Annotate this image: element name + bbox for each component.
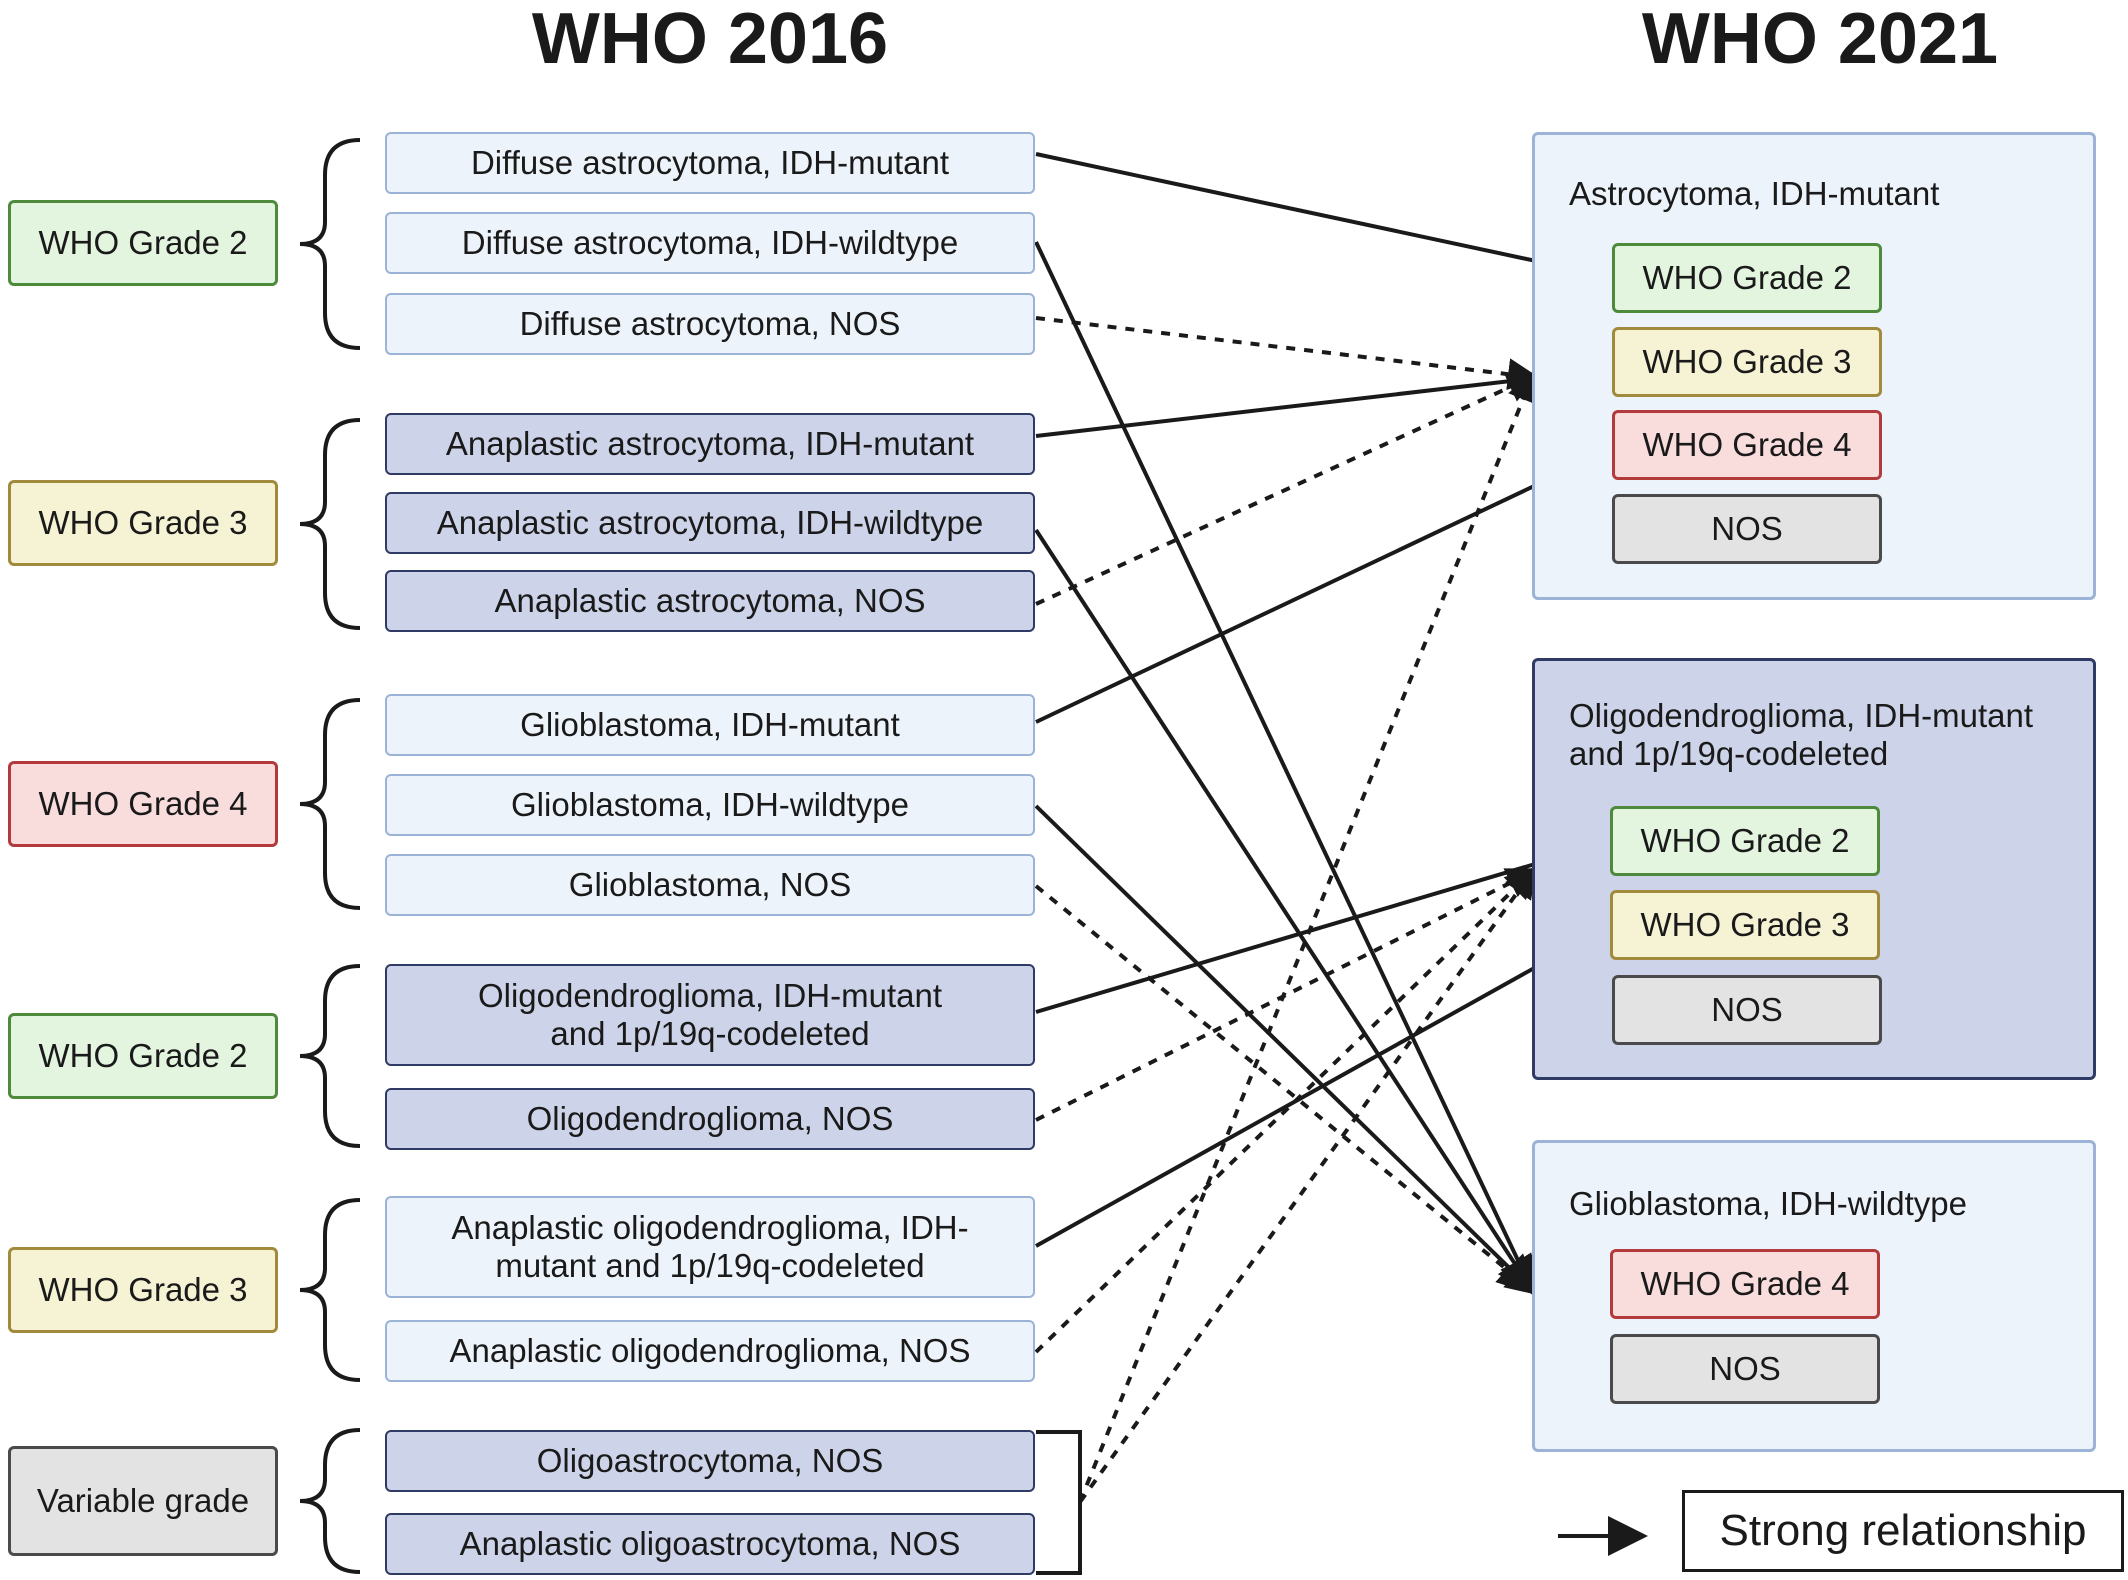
entity-2016-oligo-nos: Oligodendroglioma, NOS (385, 1088, 1035, 1150)
entity-2016-oligoastro-nos: Oligoastrocytoma, NOS (385, 1430, 1035, 1492)
arrow-oligo-codel (1035, 832, 1614, 1014)
brace-3 (299, 698, 361, 910)
brace-6 (299, 1428, 361, 1574)
arrow-anaplastic-astro-idhwt (1034, 528, 1537, 1297)
panel-title-glioblastoma: Glioblastoma, IDH-wildtype (1569, 1185, 1967, 1222)
dashed-anaplastic-astro-nos (1035, 372, 1540, 606)
entity-2016-anaplastic-astro-idhmut: Anaplastic astrocytoma, IDH-mutant (385, 413, 1035, 475)
entity-2016-anaplastic-astro-nos: Anaplastic astrocytoma, NOS (385, 570, 1035, 632)
oligoastro-bracket (1036, 1430, 1082, 1575)
entity-2016-oligo-codel: Oligodendroglioma, IDH-mutant and 1p/19q… (385, 964, 1035, 1066)
entity-2016-gbm-nos: Glioblastoma, NOS (385, 854, 1035, 916)
astro-grade-4: WHO Grade 4 (1612, 410, 1882, 480)
oligo-grade-3: WHO Grade 3 (1610, 890, 1880, 960)
arrow-gbm-idhmut (1035, 447, 1614, 724)
brace-4 (299, 964, 361, 1148)
brace-5 (299, 1198, 361, 1382)
brace-1 (299, 138, 361, 350)
astro-grade-3: WHO Grade 3 (1612, 327, 1882, 397)
arrow-anaplastic-astro-idhmut (1035, 353, 1614, 438)
entity-2016-gbm-idhmut: Glioblastoma, IDH-mutant (385, 694, 1035, 756)
grade-box-grade-3-oligo: WHO Grade 3 (8, 1247, 278, 1333)
arrow-gbm-idhwt (1034, 804, 1538, 1296)
header-who-2016: WHO 2016 (531, 0, 889, 79)
grade-braces (299, 138, 361, 1574)
dashed-oligoastro-to-oligo (1078, 865, 1537, 1504)
arrow-anaplastic-oligo-codel (1035, 924, 1613, 1248)
gbm-nos: NOS (1610, 1334, 1880, 1404)
dashed-anaplastic-oligo-nos (1034, 866, 1538, 1354)
panel-title-oligodendroglioma: Oligodendroglioma, IDH-mutant and 1p/19q… (1569, 697, 2034, 772)
entity-2016-anaplastic-oligo-nos: Anaplastic oligodendroglioma, NOS (385, 1320, 1035, 1382)
panel-title-astrocytoma: Astrocytoma, IDH-mutant (1569, 175, 1940, 212)
entity-2016-gbm-idhwt: Glioblastoma, IDH-wildtype (385, 774, 1035, 836)
header-who-2021: WHO 2021 (1641, 0, 1999, 79)
oligo-grade-2: WHO Grade 2 (1610, 806, 1880, 876)
legend-strong-relationship: Strong relationship (1682, 1490, 2124, 1572)
entity-2016-anaplastic-oligo-codel: Anaplastic oligodendroglioma, IDH-mutant… (385, 1196, 1035, 1298)
entity-2016-anaplastic-astro-idhwt: Anaplastic astrocytoma, IDH-wildtype (385, 492, 1035, 554)
grade-box-grade-2-astro: WHO Grade 2 (8, 200, 278, 286)
grade-box-grade-3-astro: WHO Grade 3 (8, 480, 278, 566)
grade-box-grade-2-oligo: WHO Grade 2 (8, 1013, 278, 1099)
entity-2016-anaplastic-oligoastro-nos: Anaplastic oligoastrocytoma, NOS (385, 1513, 1035, 1575)
oligo-nos: NOS (1612, 975, 1882, 1045)
dashed-diffuse-nos (1035, 316, 1540, 391)
arrow-diffuse-idhwt (1034, 241, 1537, 1298)
entity-2016-diffuse-astro-idhmut: Diffuse astrocytoma, IDH-mutant (385, 132, 1035, 194)
astro-grade-2: WHO Grade 2 (1612, 243, 1882, 313)
entity-2016-diffuse-astro-nos: Diffuse astrocytoma, NOS (385, 293, 1035, 355)
entity-2016-diffuse-astro-idhwt: Diffuse astrocytoma, IDH-wildtype (385, 212, 1035, 274)
grade-box-grade-4-gbm: WHO Grade 4 (8, 761, 278, 847)
astro-nos: NOS (1612, 494, 1882, 564)
arrow-diffuse-idhmut (1035, 152, 1614, 289)
dashed-oligoastro-to-astro (1078, 369, 1538, 1503)
gbm-grade-4: WHO Grade 4 (1610, 1249, 1880, 1319)
grade-box-variable: Variable grade (8, 1446, 278, 1556)
brace-2 (299, 418, 361, 630)
